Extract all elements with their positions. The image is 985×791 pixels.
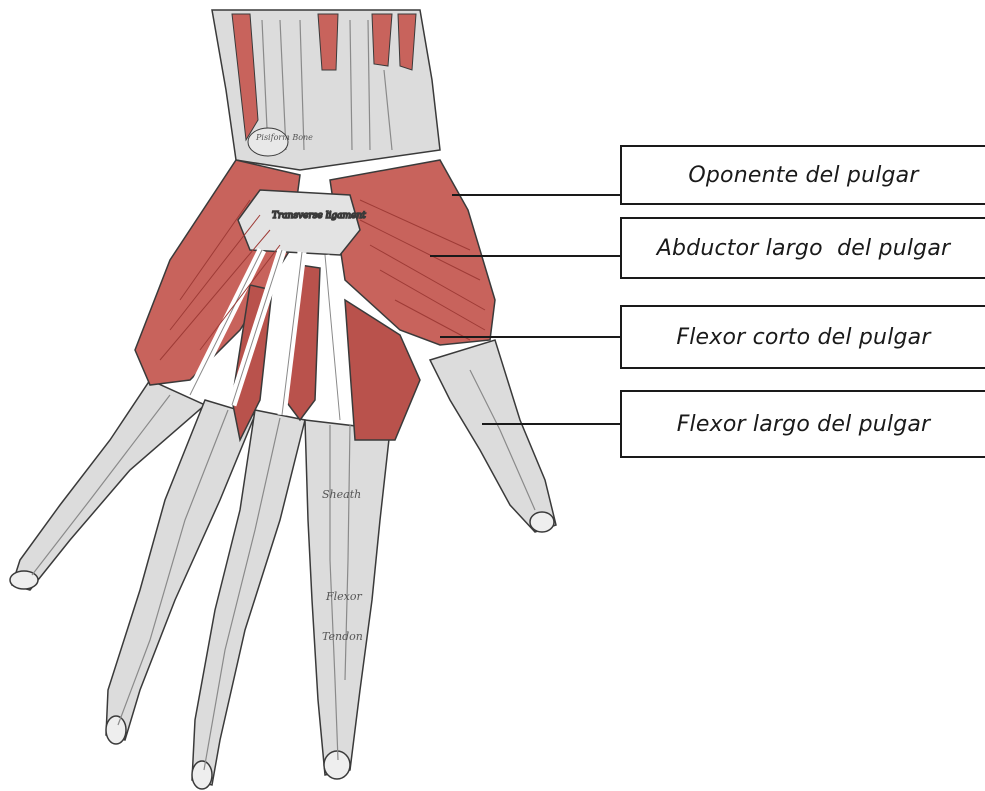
forearm: Pisiform Bone [212, 10, 440, 170]
label-text: Oponente del pulgar [688, 163, 918, 188]
pisiform-label: Pisiform Bone [255, 133, 313, 142]
transverse-ligament-label: Transverse ligament [272, 211, 366, 221]
label-text: Abductor largo del pulgar [657, 236, 951, 261]
sheath-label: Sheath [322, 488, 361, 501]
transverse-ligament [238, 190, 360, 255]
label-flexor-corto-del-pulgar: Flexor corto del pulgar [620, 305, 985, 369]
label-text: Flexor largo del pulgar [677, 412, 931, 437]
label-text: Flexor corto del pulgar [676, 325, 930, 350]
label-oponente-del-pulgar: Oponente del pulgar [620, 145, 985, 205]
label-abductor-largo-del-pulgar: Abductor largo del pulgar [620, 217, 985, 279]
flexor-label: Flexor [325, 590, 362, 603]
tendon-label: Tendon [322, 630, 363, 643]
label-flexor-largo-del-pulgar: Flexor largo del pulgar [620, 390, 985, 458]
thumb [430, 340, 556, 532]
